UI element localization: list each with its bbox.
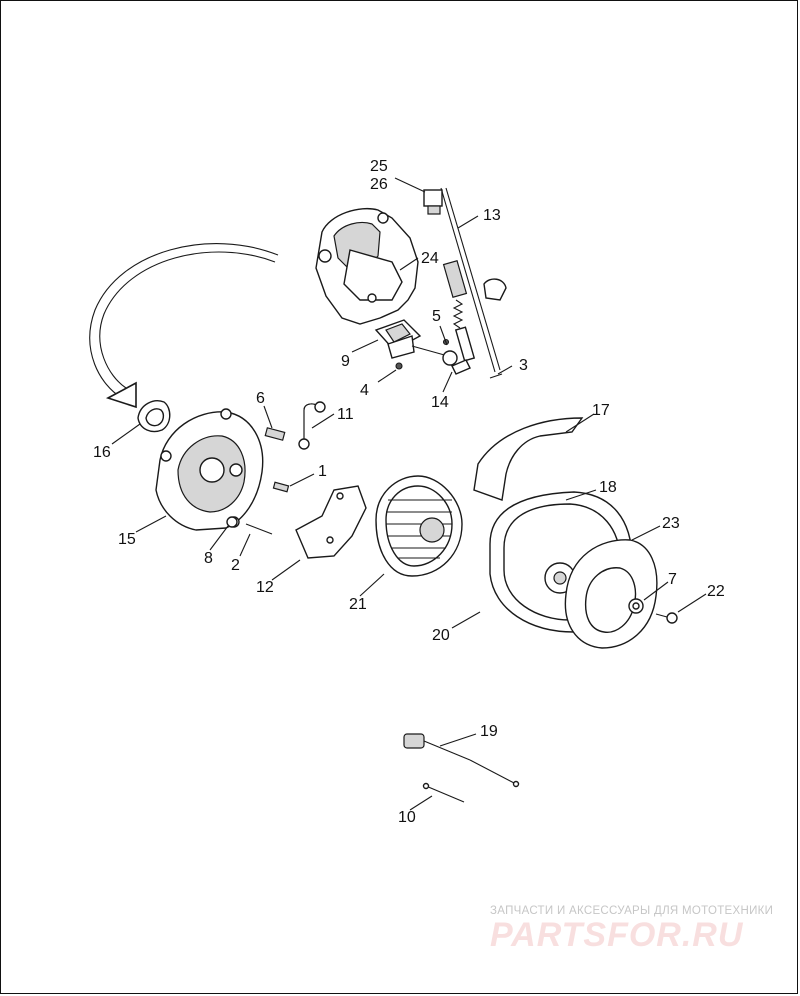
callout-26: 26 xyxy=(370,176,388,193)
part-24-mounting-bracket xyxy=(315,207,419,325)
part-12-bracket xyxy=(295,485,367,559)
screw-1 xyxy=(272,481,290,493)
part-23-trim-ring xyxy=(564,539,658,649)
part-14-lever xyxy=(411,338,471,375)
part-15-backplate xyxy=(155,408,264,531)
callout-18: 18 xyxy=(599,479,617,496)
callout-13: 13 xyxy=(483,207,501,224)
part-13-choke-rod xyxy=(440,187,507,373)
callout-19: 19 xyxy=(480,723,498,740)
callout-5: 5 xyxy=(432,308,441,325)
callout-labels: 25 26 13 24 5 9 3 4 14 6 11 16 1 15 8 2 … xyxy=(93,158,725,826)
part-17-shield xyxy=(473,417,584,501)
part-21-filter-element xyxy=(375,475,463,577)
callout-3: 3 xyxy=(519,357,528,374)
leader-lines xyxy=(111,177,707,811)
washer-7 xyxy=(628,598,644,614)
screw-22 xyxy=(655,612,678,624)
washer-8 xyxy=(226,516,238,528)
screw-3 xyxy=(489,373,503,379)
callout-17: 17 xyxy=(592,402,610,419)
callout-25: 25 xyxy=(370,158,388,175)
watermark: ЗАПЧАСТИ И АКСЕССУАРЫ ДЛЯ МОТОТЕХНИКИ PA… xyxy=(490,905,773,954)
callout-15: 15 xyxy=(118,531,136,548)
callout-6: 6 xyxy=(256,390,265,407)
screw-2 xyxy=(245,523,273,535)
part-11-breather-tube xyxy=(298,401,326,450)
screw-6 xyxy=(264,427,286,441)
callout-12: 12 xyxy=(256,579,274,596)
callout-1: 1 xyxy=(318,463,327,480)
callout-9: 9 xyxy=(341,353,350,370)
callout-7: 7 xyxy=(668,571,677,588)
callout-10: 10 xyxy=(398,809,416,826)
callout-22: 22 xyxy=(707,583,725,600)
screw-4 xyxy=(395,362,403,370)
callout-14: 14 xyxy=(431,394,449,411)
part-19-cable xyxy=(403,733,520,788)
callout-4: 4 xyxy=(360,382,369,399)
callout-16: 16 xyxy=(93,444,111,461)
part-25-26-switch xyxy=(423,189,443,215)
assembly-direction-arrow xyxy=(89,243,279,409)
callout-2: 2 xyxy=(231,557,240,574)
part-9-plate xyxy=(374,319,422,359)
callout-21: 21 xyxy=(349,596,367,613)
callout-23: 23 xyxy=(662,515,680,532)
part-10-tie xyxy=(422,782,465,803)
watermark-caption: ЗАПЧАСТИ И АКСЕССУАРЫ ДЛЯ МОТОТЕХНИКИ xyxy=(490,905,773,917)
watermark-logo: PARTSFOR.RU xyxy=(490,916,744,954)
callout-8: 8 xyxy=(204,550,213,567)
callout-24: 24 xyxy=(421,250,439,267)
callout-11: 11 xyxy=(337,406,354,423)
callout-20: 20 xyxy=(432,627,450,644)
part-16-gasket xyxy=(137,400,171,433)
